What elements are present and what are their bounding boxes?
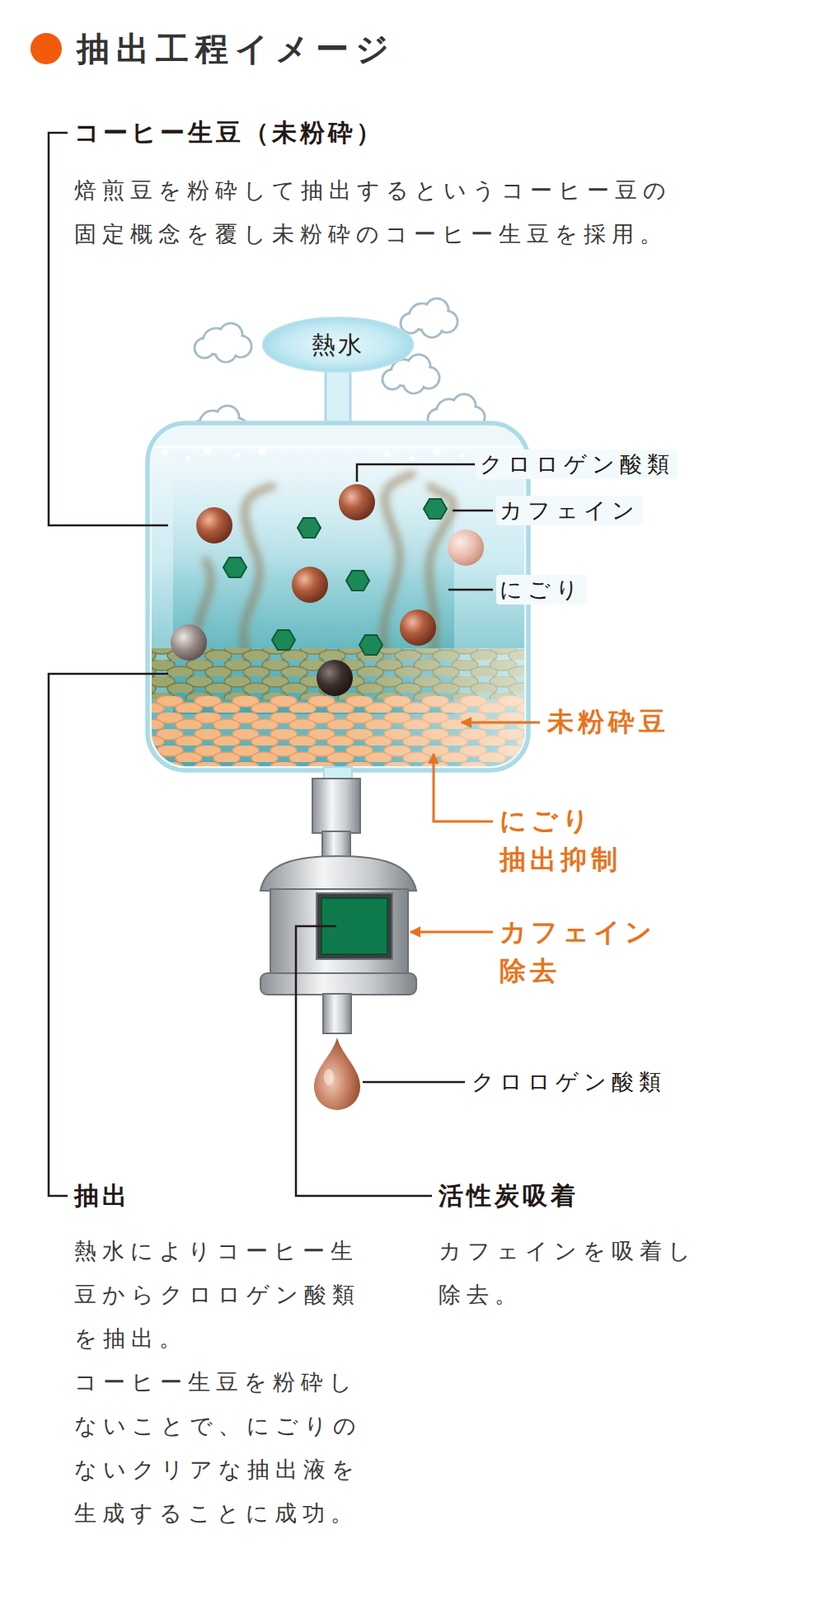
turbidity-wisp (243, 486, 273, 660)
part-label: カフェイン (496, 495, 643, 526)
chlorogenic-particle (399, 609, 437, 646)
callout-label: にごり 抽出抑制 (499, 801, 625, 879)
caffeine-particle (223, 557, 247, 578)
filter-spout (323, 993, 352, 1033)
caffeine-particle (346, 570, 370, 591)
diagram-title: 抽出工程イメージ (76, 28, 396, 70)
section-heading: 抽出 (74, 1178, 131, 1212)
callout-arrow (433, 753, 493, 821)
caffeine-particle (423, 498, 447, 519)
water-surface (153, 445, 523, 449)
filter-ring (322, 830, 351, 858)
inlet-tube (325, 362, 351, 431)
bubble (384, 450, 391, 457)
leader-line (448, 588, 493, 592)
filter-pipe (312, 778, 361, 833)
chlorogenic-particle (447, 529, 484, 566)
section-text: 焙煎豆を粉砕して抽出するというコーヒー豆の固定概念を覆し未粉砕のコーヒー生豆を採… (74, 168, 672, 256)
bracket-line (48, 673, 169, 1196)
bracket-line (295, 925, 432, 1196)
title-dot (30, 32, 62, 65)
bubble (459, 453, 465, 459)
bubble (409, 455, 415, 461)
chlorogenic-particle (196, 506, 233, 544)
callout-arrow (410, 930, 493, 934)
steam-cloud (194, 323, 252, 362)
part-label: にごり (496, 574, 587, 605)
leader-lines (48, 132, 493, 1196)
carbon-filter (260, 766, 417, 1033)
bubble (185, 455, 191, 461)
filter-dome (260, 855, 417, 891)
bubble (234, 452, 240, 458)
section-text: 熱水によりコーヒー生豆からクロロゲン酸類を抽出。 (74, 1228, 363, 1360)
chlorogenic-particle (338, 483, 376, 521)
leader-line (362, 1080, 465, 1084)
vessel-contents (151, 438, 525, 766)
turbid-particle (170, 623, 207, 661)
caffeine-particle (297, 517, 321, 538)
caffeine-particle (272, 629, 296, 650)
callout-label: カフェイン 除去 (499, 912, 657, 990)
bubble (161, 448, 169, 456)
particles (170, 483, 484, 696)
bubbles (161, 445, 507, 461)
filter-body (270, 888, 409, 976)
section-heading: コーヒー生豆（未粉砕） (74, 116, 385, 150)
ellipse-outline (262, 317, 413, 372)
section-text: コーヒー生豆を粉砕しないことで、にごりのないクリアな抽出液を生成することに成功。 (74, 1359, 363, 1535)
leader-line (356, 464, 475, 482)
steam-cloud (400, 298, 458, 338)
droplet-highlight (323, 1068, 334, 1085)
chlorogenic-particle (291, 566, 329, 603)
bean-highlight (151, 647, 525, 766)
part-label: クロロゲン酸類 (471, 1066, 667, 1097)
part-label: クロロゲン酸類 (476, 449, 678, 479)
bubble (258, 447, 266, 455)
filter-cap (260, 972, 417, 995)
section-text: カフェインを吸着し除去。 (438, 1228, 703, 1316)
caffeine-particle (359, 634, 383, 655)
turbidity-wisps (196, 473, 454, 660)
callout-label: 未粉砕豆 (547, 702, 670, 742)
turbid-particle (316, 659, 353, 696)
node-text: 熱水 (311, 329, 365, 360)
callout-arrow (461, 721, 540, 724)
vessel-outline (147, 422, 529, 770)
section-heading: 活性炭吸着 (438, 1178, 579, 1212)
extract-droplet (314, 1036, 361, 1110)
leader-line (452, 509, 493, 512)
hot-water-ellipse: 熱水 (261, 315, 415, 374)
